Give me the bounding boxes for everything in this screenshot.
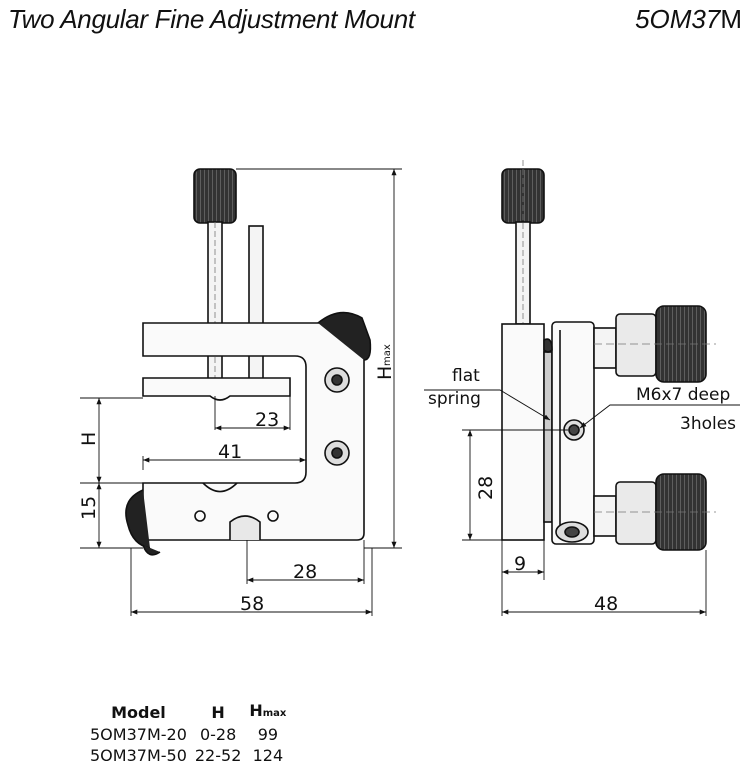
spec-h: 22-52: [194, 746, 242, 765]
spec-header-h: H: [211, 702, 225, 722]
spec-h: 0-28: [199, 725, 237, 744]
spec-model: 5OM37M-20: [90, 725, 187, 744]
model-code-main: 5OM37: [635, 4, 721, 34]
dim-23: 23: [255, 409, 279, 431]
table-row: 5OM37M-50 22-52 124: [86, 745, 290, 766]
page-title: Two Angular Fine Adjustment Mount: [8, 4, 415, 34]
dim-41: 41: [218, 441, 242, 463]
spec-hmax: 124: [252, 746, 284, 765]
side-micrometer-upper: [593, 327, 617, 369]
spec-header-model: Model: [111, 702, 166, 722]
front-middle-plate: [142, 377, 291, 401]
dim-hmax: H max: [374, 344, 396, 380]
side-view: [501, 160, 716, 551]
side-callouts: [424, 389, 740, 429]
svg-text:max: max: [382, 344, 393, 366]
spec-model: 5OM37M-50: [90, 746, 187, 765]
side-base-block: [501, 323, 545, 541]
dim-15: 15: [78, 496, 100, 520]
spec-hmax: 99: [257, 725, 279, 744]
side-dimensions: [462, 429, 707, 616]
label-holes: 3holes: [680, 414, 736, 434]
label-thread: M6x7 deep: [636, 385, 730, 405]
svg-text:H: H: [374, 366, 396, 380]
front-body: [142, 322, 365, 541]
dim-48: 48: [594, 593, 618, 615]
model-code: 5OM37M: [635, 4, 742, 35]
spec-header-row: Model H Hmax: [86, 700, 290, 724]
front-knob: [193, 168, 237, 224]
front-dimensions: [80, 168, 402, 616]
side-micrometer-lower: [593, 495, 617, 537]
dim-9: 9: [514, 553, 526, 575]
label-flat: flat: [452, 366, 480, 386]
dim-58: 58: [240, 593, 264, 615]
dim-28-side: 28: [475, 476, 497, 500]
table-row: 5OM37M-20 0-28 99: [86, 724, 290, 745]
model-code-suffix: M: [720, 4, 742, 34]
technical-drawing: 23 41 H 15 28 58 H max: [78, 160, 740, 616]
dim-h: H: [78, 432, 100, 446]
side-flat-spring: [543, 351, 553, 523]
label-spring: spring: [428, 389, 481, 409]
dim-28-front: 28: [293, 561, 317, 583]
spec-table: Model H Hmax 5OM37M-20 0-28 99 5OM37M-50…: [86, 700, 290, 766]
spec-header-hmax: Hmax: [249, 701, 287, 720]
front-pin: [248, 225, 264, 383]
front-view: [125, 168, 372, 556]
